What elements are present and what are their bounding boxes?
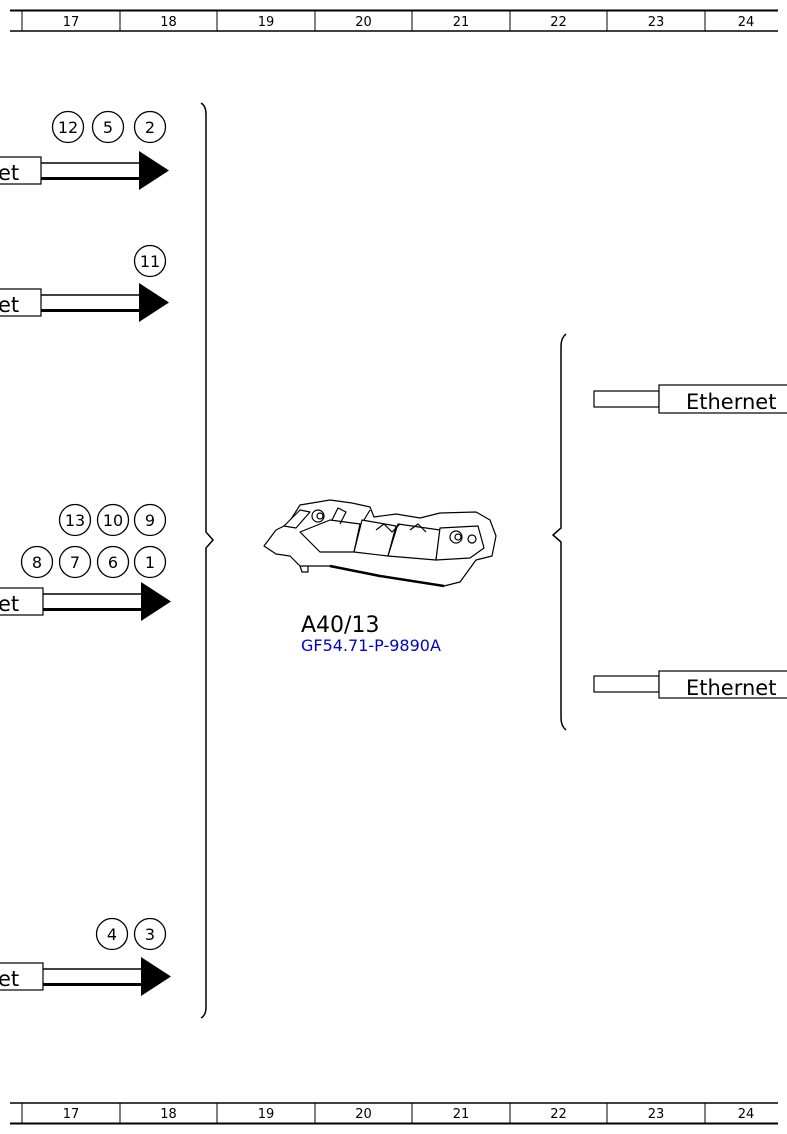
ref-number: 12 xyxy=(58,118,78,137)
connector-label: et xyxy=(0,161,19,185)
ruler-label: 22 xyxy=(550,1107,567,1122)
wire-stub xyxy=(593,390,660,408)
connector-label: et xyxy=(0,967,19,991)
ruler-label: 23 xyxy=(648,1107,665,1122)
left-connector-group: 11 et xyxy=(0,244,169,322)
ruler-label: 21 xyxy=(453,15,470,30)
ref-number: 7 xyxy=(70,553,80,572)
connector-label: et xyxy=(0,293,19,317)
ruler-label: 22 xyxy=(550,15,567,30)
connector-box[interactable]: Ethernet xyxy=(658,670,787,700)
ref-marker[interactable]: 5 xyxy=(91,110,125,144)
ref-marker[interactable]: 2 xyxy=(133,110,167,144)
ref-number: 4 xyxy=(107,925,117,944)
connector-box[interactable]: et xyxy=(0,962,44,991)
signal-arrow xyxy=(41,283,169,322)
ruler-label: 24 xyxy=(738,1107,755,1122)
component-illustration[interactable] xyxy=(263,499,497,588)
ref-number: 9 xyxy=(145,511,155,530)
ruler-label: 17 xyxy=(63,15,80,30)
left-group-brace xyxy=(200,102,214,1019)
ruler-label: 17 xyxy=(63,1107,80,1122)
ref-number: 3 xyxy=(145,925,155,944)
bottom-ruler: 17 18 19 20 21 22 23 24 xyxy=(10,1102,778,1125)
connector-box[interactable]: Ethernet xyxy=(658,384,787,414)
connector-box[interactable]: et xyxy=(0,156,42,185)
ref-number: 5 xyxy=(103,118,113,137)
ref-number: 6 xyxy=(108,553,118,572)
ref-marker[interactable]: 8 xyxy=(20,545,54,579)
ref-number: 8 xyxy=(32,553,42,572)
connector-label: Ethernet xyxy=(686,676,776,700)
ruler-label: 21 xyxy=(453,1107,470,1122)
right-connector: Ethernet xyxy=(593,384,787,414)
left-connector-group: 4 3 et xyxy=(0,917,171,996)
ref-marker[interactable]: 10 xyxy=(96,503,130,537)
ref-marker[interactable]: 9 xyxy=(133,503,167,537)
ruler-label: 20 xyxy=(355,15,372,30)
ref-marker[interactable]: 12 xyxy=(51,110,85,144)
connector-label: Ethernet xyxy=(686,390,776,414)
ref-marker[interactable]: 11 xyxy=(133,244,167,278)
ref-marker[interactable]: 7 xyxy=(58,545,92,579)
ref-marker[interactable]: 4 xyxy=(95,917,129,951)
ref-marker[interactable]: 1 xyxy=(133,545,167,579)
ref-number: 13 xyxy=(65,511,85,530)
ruler-label: 19 xyxy=(258,15,275,30)
right-connector: Ethernet xyxy=(593,670,787,700)
component-doc-link[interactable]: GF54.71-P-9890A xyxy=(301,636,441,655)
signal-arrow xyxy=(43,582,171,621)
ruler-label: 19 xyxy=(258,1107,275,1122)
ref-marker[interactable]: 13 xyxy=(58,503,92,537)
ref-number: 11 xyxy=(140,252,160,271)
signal-arrow xyxy=(41,151,169,190)
ref-number: 1 xyxy=(145,553,155,572)
wire-stub xyxy=(593,675,660,693)
ruler-label: 20 xyxy=(355,1107,372,1122)
ruler-label: 18 xyxy=(160,1107,177,1122)
ref-marker[interactable]: 6 xyxy=(96,545,130,579)
ref-number: 10 xyxy=(103,511,123,530)
left-connector-group: 13 10 9 8 7 6 1 et xyxy=(0,503,171,621)
ruler-label: 23 xyxy=(648,15,665,30)
right-group-brace xyxy=(551,333,567,731)
ref-marker[interactable]: 3 xyxy=(133,917,167,951)
connector-box[interactable]: et xyxy=(0,587,44,616)
ref-number: 2 xyxy=(145,118,155,137)
top-ruler: 17 18 19 20 21 22 23 24 xyxy=(10,9,778,32)
ruler-label: 24 xyxy=(738,15,755,30)
ruler-label: 18 xyxy=(160,15,177,30)
component-name: A40/13 xyxy=(301,613,379,638)
connector-box[interactable]: et xyxy=(0,288,42,317)
signal-arrow xyxy=(43,957,171,996)
left-connector-group: 12 5 2 et xyxy=(0,110,169,190)
connector-label: et xyxy=(0,592,19,616)
